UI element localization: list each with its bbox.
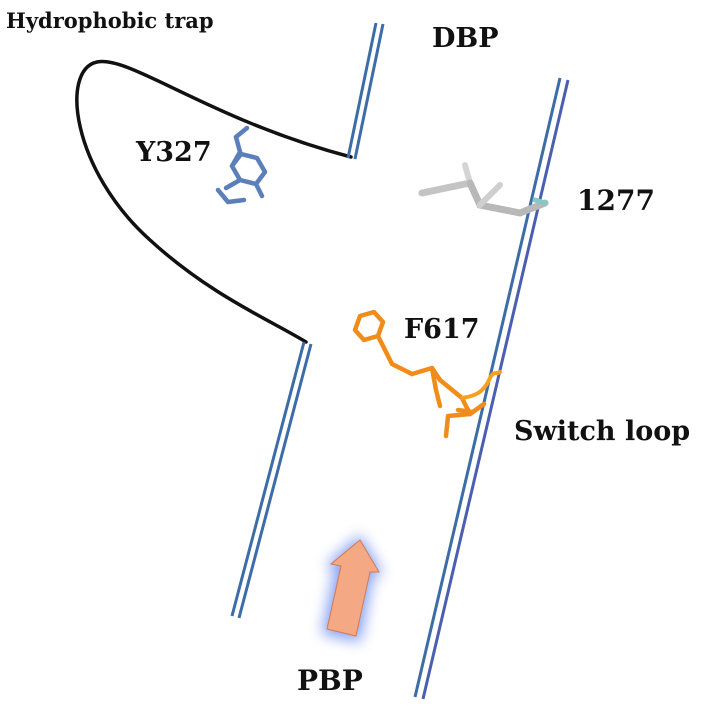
right-tunnel-wall bbox=[413, 77, 570, 700]
hydrophobic-trap-outline bbox=[75, 59, 353, 344]
y327-label: Y327 bbox=[136, 137, 212, 168]
upper-left-tunnel-wall bbox=[346, 22, 385, 160]
switch-loop bbox=[460, 370, 502, 400]
pbp-direction-arrow bbox=[322, 535, 383, 642]
lower-left-tunnel-wall bbox=[230, 341, 313, 619]
f617-label: F617 bbox=[404, 314, 480, 345]
pbp-label: PBP bbox=[297, 664, 363, 697]
switch-loop-label: Switch loop bbox=[514, 416, 691, 447]
hydrophobic-trap-label: Hydrophobic trap bbox=[6, 8, 214, 33]
y327-residue bbox=[215, 125, 268, 205]
dbp-label: DBP bbox=[432, 23, 499, 54]
f617-residue bbox=[352, 309, 487, 439]
residue-1277-label: 1277 bbox=[577, 184, 655, 217]
residue-1277 bbox=[418, 162, 549, 217]
